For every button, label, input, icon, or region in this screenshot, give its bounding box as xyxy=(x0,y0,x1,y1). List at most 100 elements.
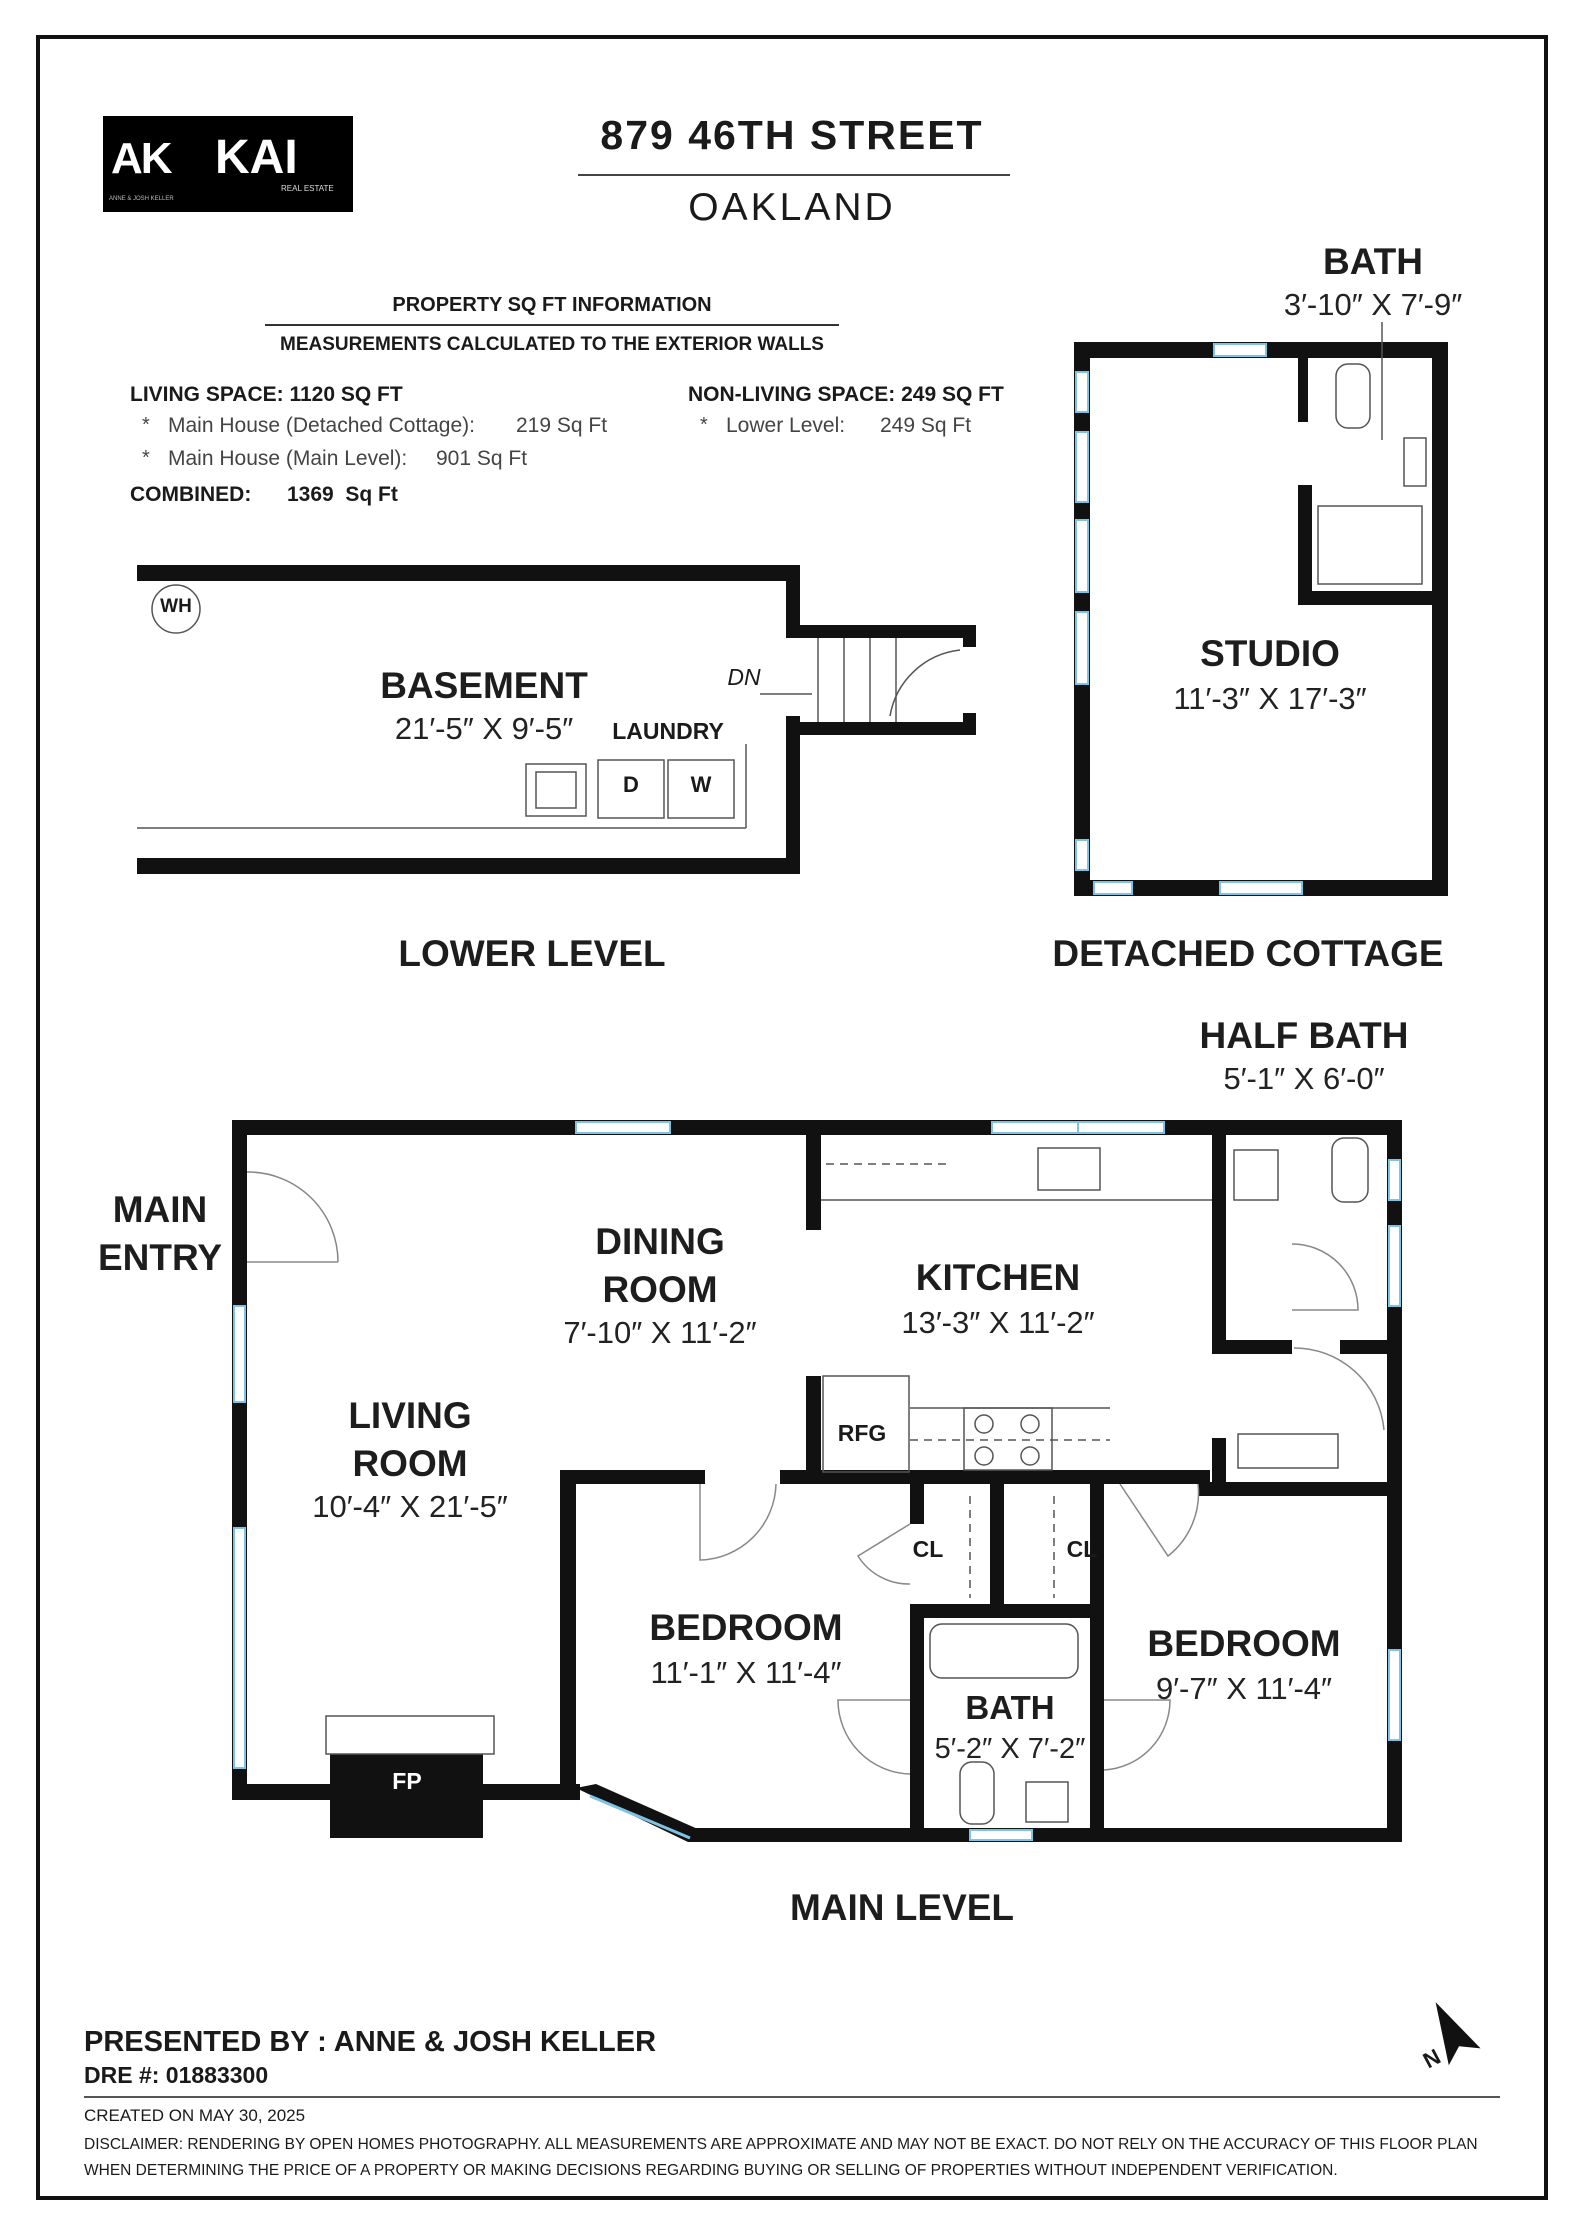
level-title-cottage: DETACHED COTTAGE xyxy=(1052,933,1444,974)
closet-label: CL xyxy=(912,1536,944,1562)
created-date: CREATED ON MAY 30, 2025 xyxy=(84,2106,306,2125)
nonliving-item-value: 249 Sq Ft xyxy=(880,414,972,437)
room-name-kitchen: KITCHEN xyxy=(915,1257,1081,1298)
wall xyxy=(963,713,976,735)
window xyxy=(1093,881,1133,895)
shower xyxy=(1317,505,1423,585)
bay-wall xyxy=(576,1784,700,1842)
half-bath-sink xyxy=(1233,1149,1279,1201)
room-dims-half-bath: 5′-1″ X 6′-0″ xyxy=(1223,1061,1385,1096)
combined-value: 1369 Sq Ft xyxy=(287,483,398,506)
tub xyxy=(929,1623,1079,1679)
window xyxy=(1388,1649,1401,1741)
window xyxy=(1075,839,1089,871)
room-name-bedroom-2: BEDROOM xyxy=(1147,1623,1341,1664)
level-title-main: MAIN LEVEL xyxy=(789,1887,1015,1928)
washer-label: W xyxy=(690,772,712,797)
room-name-half-bath: HALF BATH xyxy=(1199,1015,1409,1056)
water-heater-label: WH xyxy=(160,596,192,617)
room-name-basement: BASEMENT xyxy=(380,665,588,706)
living-item-value: 901 Sq Ft xyxy=(436,447,528,470)
window xyxy=(1213,343,1267,357)
dre-number: DRE #: 01883300 xyxy=(84,2062,269,2088)
logo-mark-kai: KAI xyxy=(215,131,298,184)
room-dims-cottage-bath: 3′-10″ X 7′-9″ xyxy=(1283,287,1463,322)
window xyxy=(1075,371,1089,413)
dryer-label: D xyxy=(623,772,639,797)
logo-sub-realestate: REAL ESTATE xyxy=(281,184,334,193)
window xyxy=(1075,519,1089,593)
living-item-bullet: * xyxy=(142,447,150,469)
main-entry-label: MAIN ENTRY xyxy=(97,1189,223,1278)
level-title-lower: LOWER LEVEL xyxy=(398,933,666,974)
window xyxy=(1388,1225,1401,1307)
wall xyxy=(1340,1340,1402,1354)
kitchen-sink xyxy=(1037,1147,1101,1191)
living-item-name: Main House (Detached Cottage): xyxy=(168,414,475,437)
wall xyxy=(910,1604,924,1838)
wall xyxy=(806,1120,821,1230)
wall xyxy=(1212,1120,1226,1352)
window xyxy=(1077,1121,1165,1134)
room-name-dining: DINING ROOM xyxy=(595,1221,725,1310)
wall xyxy=(1090,1484,1104,1604)
logo-mark-ak: AK xyxy=(111,134,173,183)
wall xyxy=(1212,1438,1226,1488)
room-dims-kitchen: 13′-3″ X 11′-2″ xyxy=(901,1305,1095,1340)
living-space-label: LIVING SPACE: 1120 SQ FT xyxy=(130,383,403,406)
nonliving-space-label: NON-LIVING SPACE: 249 SQ FT xyxy=(688,383,1004,406)
wall xyxy=(1198,1482,1402,1496)
wall xyxy=(786,625,976,638)
city-title: OAKLAND xyxy=(688,186,896,229)
wall xyxy=(786,565,800,631)
fireplace-label: FP xyxy=(392,1768,422,1794)
room-name-studio: STUDIO xyxy=(1200,633,1340,674)
window xyxy=(1075,431,1089,503)
living-item-bullet: * xyxy=(142,414,150,436)
room-dims-living: 10′-4″ X 21′-5″ xyxy=(312,1489,508,1524)
toilet xyxy=(1335,363,1371,429)
wall xyxy=(1298,358,1308,422)
room-dims-basement: 21′-5″ X 9′-5″ xyxy=(394,711,574,746)
combined-label: COMBINED: xyxy=(130,483,252,506)
room-name-bedroom-1: BEDROOM xyxy=(649,1607,843,1648)
window xyxy=(233,1527,246,1769)
room-dims-studio: 11′-3″ X 17′-3″ xyxy=(1173,681,1367,716)
sqft-subtitle: MEASUREMENTS CALCULATED TO THE EXTERIOR … xyxy=(280,334,824,355)
nonliving-item-name: Lower Level: xyxy=(726,414,846,437)
room-dims-dining: 7′-10″ X 11′-2″ xyxy=(563,1315,757,1350)
wall xyxy=(806,1376,821,1476)
nonliving-item-bullet: * xyxy=(700,414,708,436)
room-dims-bedroom-2: 9′-7″ X 11′-4″ xyxy=(1155,1671,1333,1706)
room-name-main-bath: BATH xyxy=(965,1689,1055,1726)
wall xyxy=(910,1604,1104,1618)
wall xyxy=(560,1470,705,1484)
hearth xyxy=(325,1715,495,1755)
bath-sink xyxy=(1403,437,1427,487)
wall xyxy=(137,565,799,581)
footer-divider xyxy=(84,2096,1500,2098)
presented-by: PRESENTED BY : ANNE & JOSH KELLER xyxy=(84,2026,657,2058)
logo-sub-keller: ANNE & JOSH KELLER xyxy=(109,196,174,202)
fridge-label: RFG xyxy=(837,1420,887,1446)
room-name-living: LIVING ROOM xyxy=(348,1395,472,1484)
room-dims-bedroom-1: 11′-1″ X 11′-4″ xyxy=(650,1655,842,1690)
laundry-label: LAUNDRY xyxy=(612,718,724,744)
window xyxy=(1388,1159,1401,1201)
window xyxy=(969,1829,1033,1841)
bath-sink xyxy=(1025,1781,1069,1823)
wall xyxy=(910,1484,924,1524)
page-frame xyxy=(36,35,1548,2200)
window xyxy=(233,1305,246,1403)
wall xyxy=(1298,591,1448,605)
wall xyxy=(786,716,800,874)
wall xyxy=(560,1476,576,1794)
disclaimer-line-1: DISCLAIMER: RENDERING BY OPEN HOMES PHOT… xyxy=(84,2136,1478,2153)
fridge xyxy=(822,1375,910,1473)
wall xyxy=(990,1484,1004,1604)
living-item-name: Main House (Main Level): xyxy=(168,447,408,470)
wall xyxy=(1432,342,1448,896)
wall xyxy=(688,1828,1402,1842)
wall xyxy=(137,858,799,874)
